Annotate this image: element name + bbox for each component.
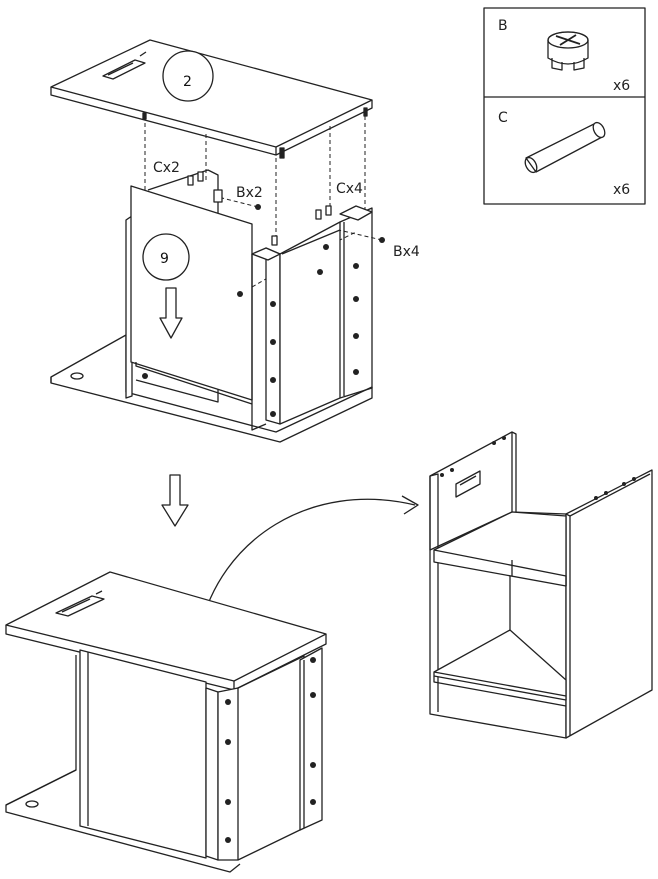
step-9-circle (142, 233, 190, 281)
step-2-circle (162, 50, 214, 102)
right-side-frame (251, 205, 373, 431)
rotate-arrow-icon (199, 495, 419, 631)
assembled-cabinet-upside-down (5, 571, 327, 873)
top-edge-holes (440, 436, 636, 500)
down-arrow-icon (159, 287, 183, 339)
cam-count-right: Bx4 (393, 244, 420, 260)
bottom-screw-holes (225, 657, 316, 843)
part-b-letter: B (498, 18, 508, 34)
part-b-qty: x6 (613, 78, 630, 94)
finished-bedside-cabinet (429, 431, 653, 739)
part-c-letter: C (498, 110, 508, 126)
top-dowel-pegs (142, 107, 368, 159)
down-arrow-icon (161, 474, 189, 527)
dowel-count-right: Cx4 (336, 181, 363, 197)
front-board (130, 185, 253, 405)
dowel-count-left: Cx2 (153, 160, 180, 176)
top-panel (50, 39, 373, 156)
step-9-number: 9 (160, 251, 169, 267)
step-2-number: 2 (183, 74, 192, 90)
upright-dowels (187, 171, 332, 246)
cam-count-left: Bx2 (236, 185, 263, 201)
cam-lock-fitting-icon (547, 31, 589, 71)
part-c-qty: x6 (613, 182, 630, 198)
wooden-dowel-icon (524, 121, 606, 174)
panel-screw-holes (142, 204, 385, 417)
